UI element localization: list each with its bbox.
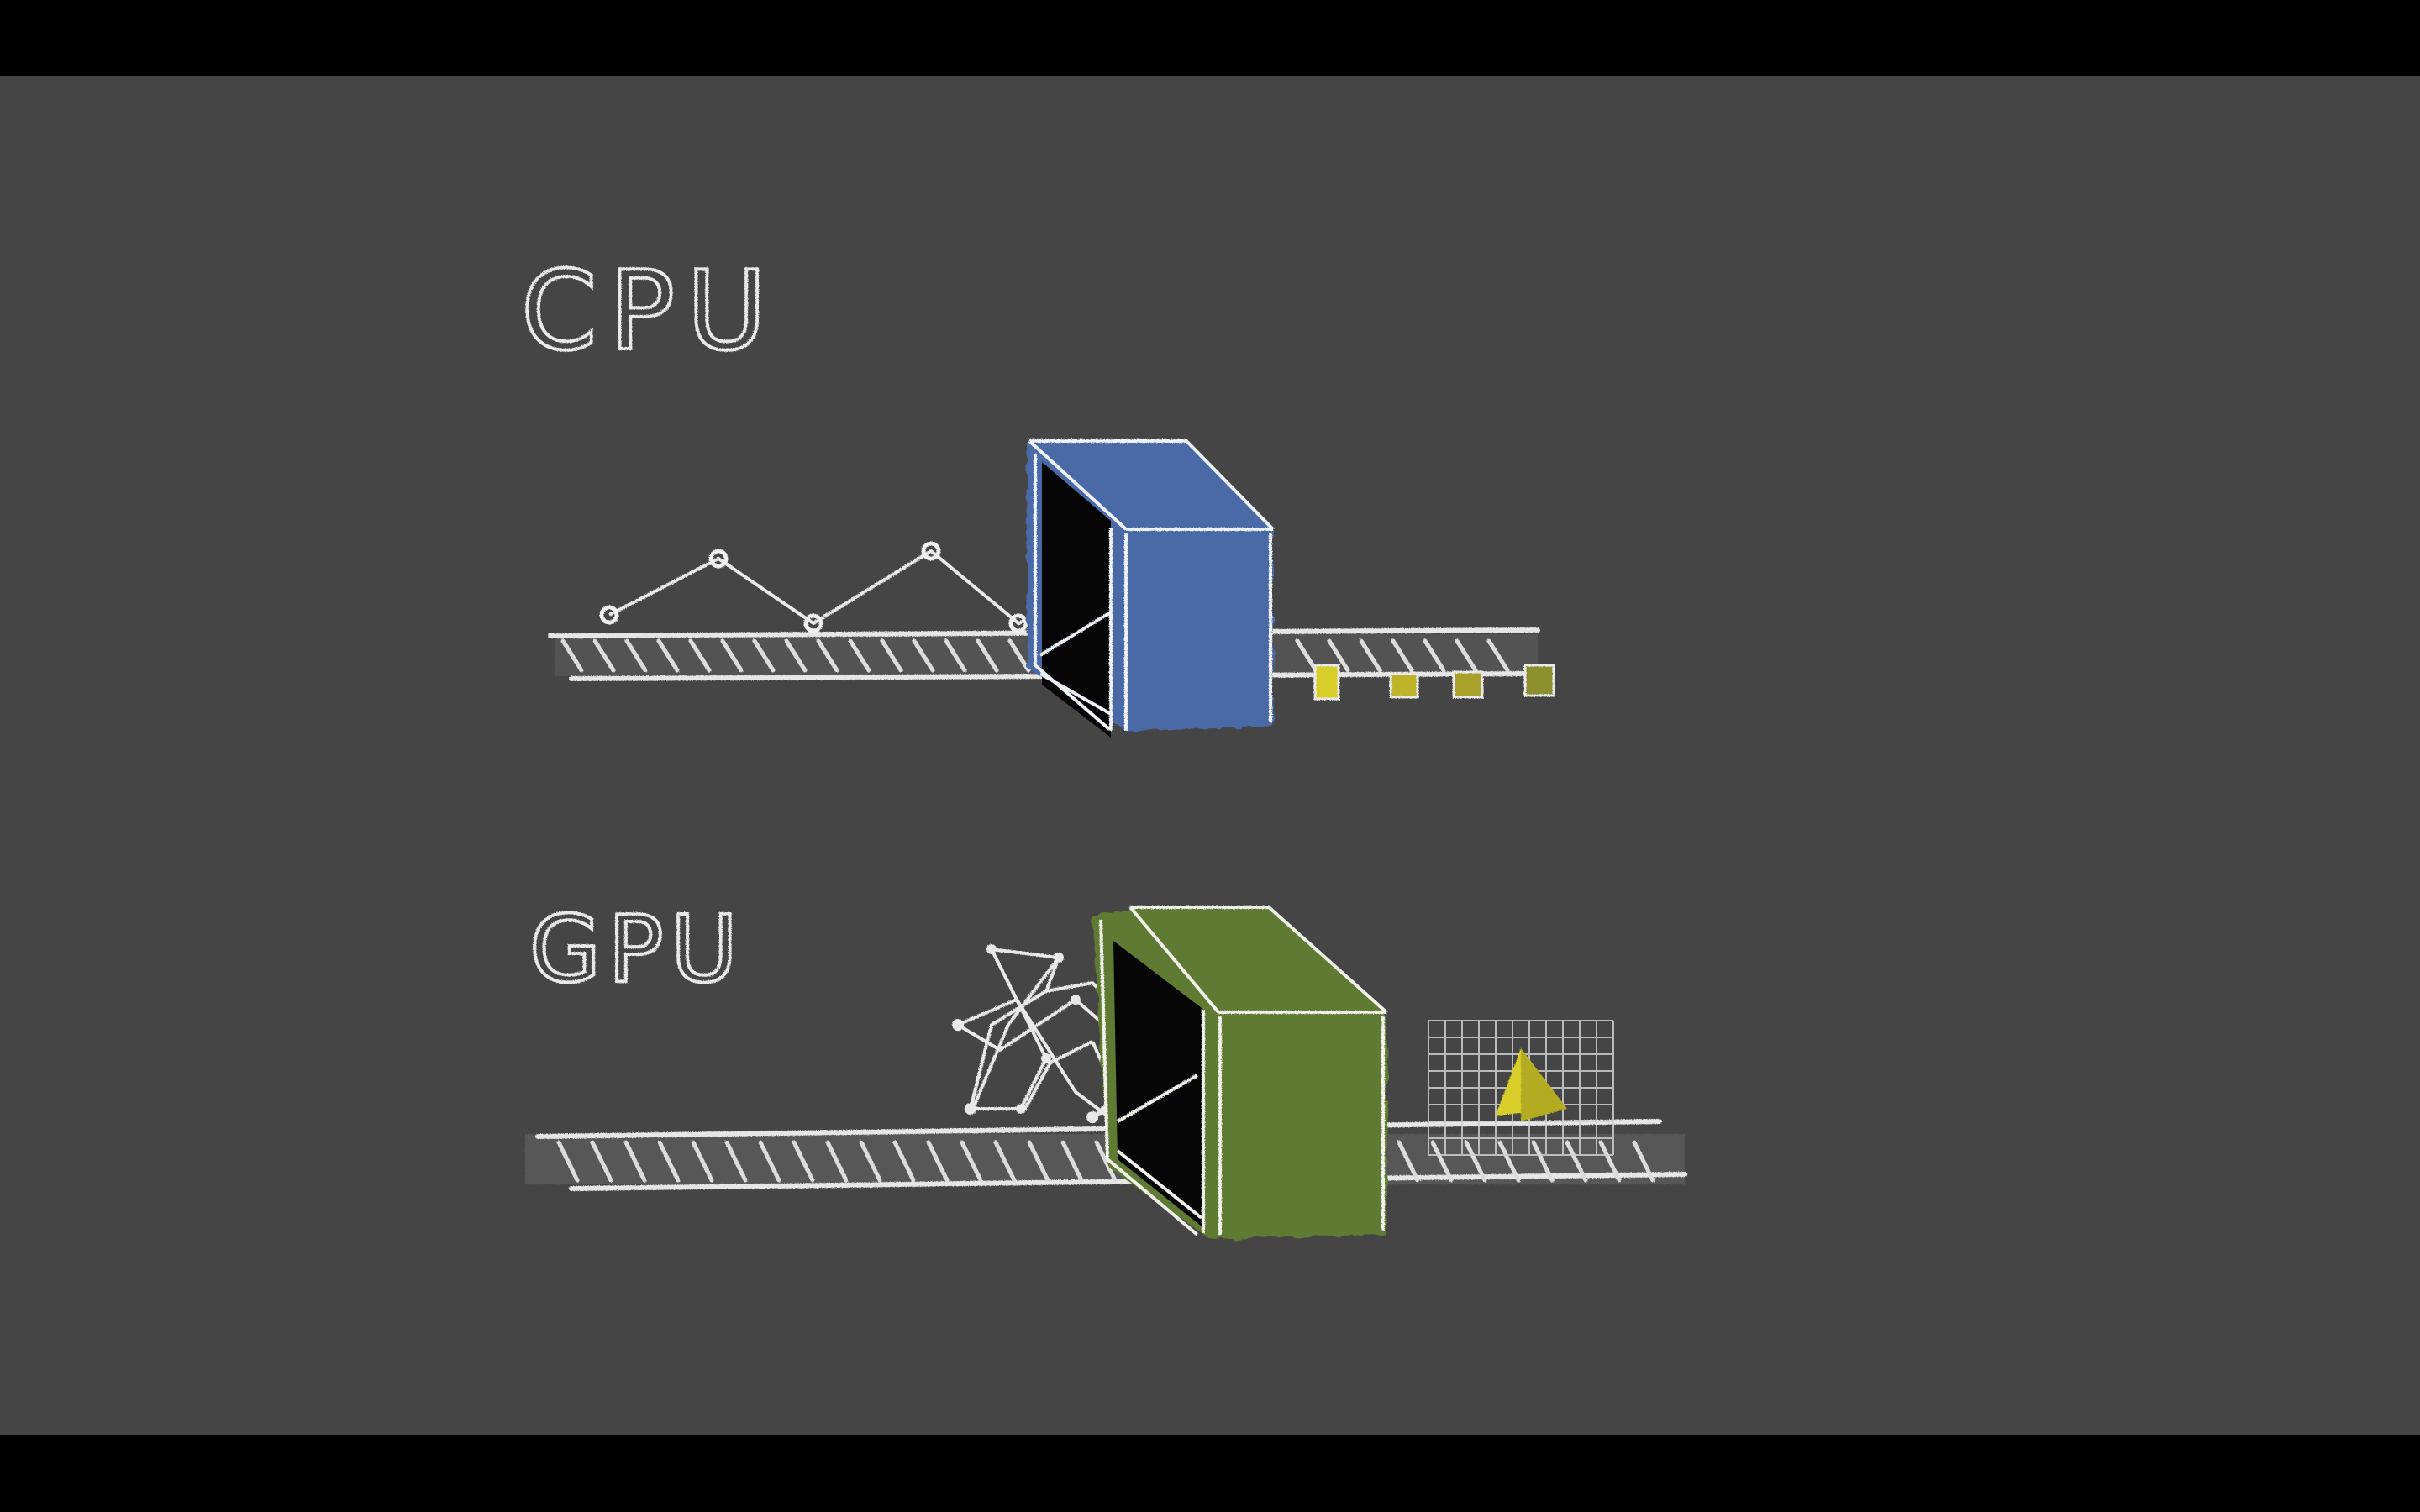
belt-tick <box>1497 1140 1521 1183</box>
belt-tick <box>758 1140 781 1183</box>
belt-tick <box>993 1140 1017 1183</box>
belt-tick <box>960 1140 983 1183</box>
belt-tick <box>912 638 935 673</box>
cpu-section: CPU <box>519 245 1555 738</box>
belt-tick <box>724 1140 748 1183</box>
belt-tick <box>1327 638 1350 673</box>
belt-tick <box>976 638 999 673</box>
belt-tick <box>560 638 584 673</box>
yellow-squares-icon <box>1313 664 1555 701</box>
blue-box-icon <box>1027 439 1275 738</box>
belt-tick <box>1486 638 1510 673</box>
belt-tick <box>880 638 903 673</box>
diagram-canvas: CPU <box>519 245 1687 1239</box>
pyramid-on-grid-icon <box>1428 1020 1614 1156</box>
belt-tick <box>859 1140 882 1183</box>
belt-tick <box>848 638 871 673</box>
belt-tick <box>784 638 808 673</box>
belt-tick <box>1094 1140 1118 1183</box>
gpu-section: GPU <box>525 894 1687 1239</box>
gpu-label: GPU <box>529 895 744 1003</box>
belt-tick <box>624 638 648 673</box>
belt-tick <box>1391 638 1414 673</box>
belt-tick <box>1455 638 1478 673</box>
cpu-label: CPU <box>521 247 778 375</box>
belt-tick <box>590 1140 613 1183</box>
belt-tick <box>688 638 712 673</box>
belt-tick <box>657 1140 681 1183</box>
belt-tick <box>816 638 839 673</box>
belt-tick <box>623 1140 647 1183</box>
belt-tick <box>556 1140 580 1183</box>
belt-tick <box>720 638 744 673</box>
belt-tick <box>1565 1140 1588 1183</box>
belt-tick <box>752 638 776 673</box>
gpu-conveyor-belt <box>525 1119 1687 1191</box>
letterbox-top <box>0 0 2420 76</box>
belt-tick <box>944 638 967 673</box>
belt-tick <box>592 638 616 673</box>
belt-tick <box>1295 638 1318 673</box>
belt-tick <box>1359 638 1382 673</box>
belt-tick <box>1397 1140 1420 1183</box>
belt-tick <box>1531 1140 1555 1183</box>
belt-tick <box>656 638 680 673</box>
green-box-icon <box>1092 906 1388 1239</box>
belt-tick <box>1060 1140 1084 1183</box>
letterbox-bottom <box>0 1435 2420 1512</box>
belt-tick <box>1430 1140 1454 1183</box>
belt-tick <box>1007 638 1031 673</box>
belt-tick <box>825 1140 849 1183</box>
belt-tick <box>1027 1140 1050 1183</box>
belt-tick <box>892 1140 916 1183</box>
belt-tick <box>792 1140 815 1183</box>
chalkboard: CPU <box>0 76 2420 1435</box>
belt-tick <box>1423 638 1446 673</box>
belt-tick <box>1598 1140 1622 1183</box>
belt-tick <box>691 1140 714 1183</box>
belt-tick <box>926 1140 950 1183</box>
belt-tick <box>1632 1140 1655 1183</box>
belt-tick <box>1464 1140 1487 1183</box>
